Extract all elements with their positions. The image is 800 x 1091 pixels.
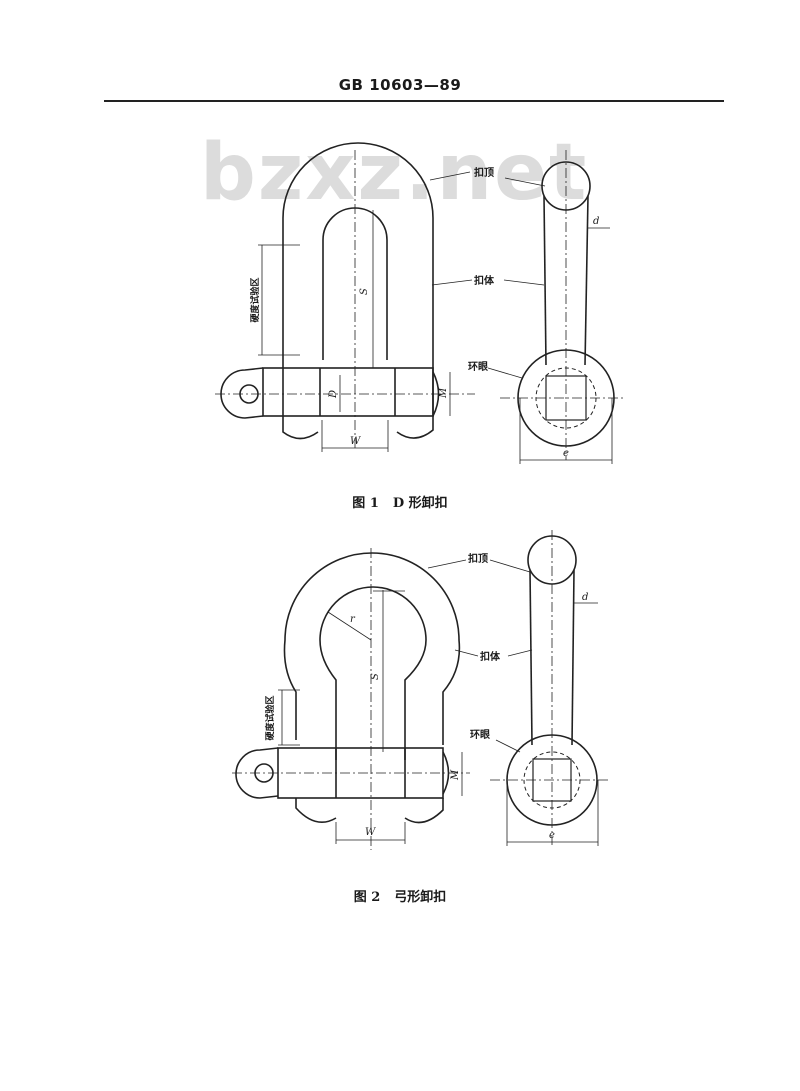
fig2-dim-d: d: [582, 592, 588, 603]
bow-shackle-side-view: [489, 530, 610, 846]
fig1-label-eye: 环眼: [468, 361, 488, 373]
fig1-dim-d: d: [593, 216, 599, 227]
fig2-label-body: 扣体: [480, 650, 501, 663]
figure-1-caption-title: D 形卸扣: [392, 496, 448, 511]
fig1-dim-e: e: [563, 448, 569, 459]
bow-shackle-front-view: [232, 548, 479, 850]
fig2-dim-W: W: [365, 827, 376, 838]
figure-2-caption: 图 2 弓形卸扣: [0, 886, 800, 905]
figure-1-caption: 图 1 D 形卸扣: [0, 492, 800, 511]
fig1-dim-W: W: [350, 436, 361, 447]
fig1-label-crown: 扣顶: [474, 166, 494, 179]
fig2-dim-r: r: [350, 614, 356, 625]
fig1-dim-D: D: [328, 390, 339, 399]
fig2-label-crown: 扣顶: [468, 552, 488, 565]
fig1-label-hardness-zone: 硬度试验区: [249, 277, 261, 322]
figure-1-caption-number: 图 1: [352, 496, 379, 511]
figure-2-caption-number: 图 2: [353, 890, 381, 905]
fig2-dim-e: e: [549, 830, 555, 841]
fig1-dim-S: S: [359, 288, 370, 295]
fig2-label-eye: 环眼: [470, 729, 490, 741]
d-shackle-front-view: [215, 142, 475, 452]
figure-2-caption-title: 弓形卸扣: [394, 890, 447, 905]
header-rule: [104, 100, 724, 102]
fig1-dim-M: M: [438, 387, 449, 399]
figure-1-drawing: 扣顶 扣体 环眼 硬度试验区 d S D M W e: [215, 142, 625, 464]
fig1-label-body: 扣体: [474, 274, 495, 287]
fig2-dim-S: S: [370, 673, 381, 680]
fig2-dim-M: M: [450, 769, 461, 781]
d-shackle-side-view: [487, 150, 625, 464]
figure-2-drawing: 扣顶 扣体 环眼 硬度试验区 d S r M W e: [232, 530, 610, 850]
watermark: bzxz.net: [200, 128, 589, 218]
fig2-label-hardness-zone: 硬度试验区: [264, 695, 276, 740]
standard-header: GB 10603—89: [338, 76, 462, 94]
